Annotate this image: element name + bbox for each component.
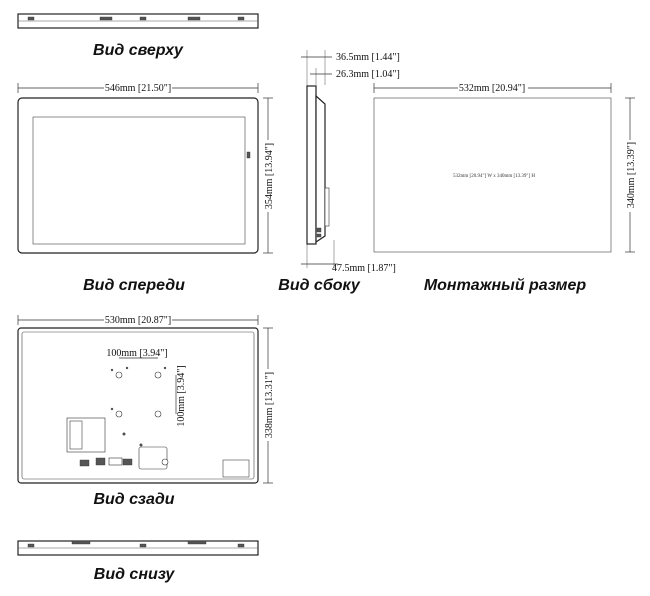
io-port-group <box>138 446 168 470</box>
back-panel-vent <box>69 420 83 450</box>
front-view-bezel <box>17 97 259 254</box>
caption-back-view: Вид сзади <box>93 491 174 508</box>
bottom-port <box>237 543 245 548</box>
bottom-foot <box>71 540 91 545</box>
vesa-hole <box>154 410 162 418</box>
screw-mark <box>110 407 114 411</box>
mount-height-label: 340mm [13.39"] <box>626 142 637 208</box>
caption-side-view: Вид сбоку <box>278 277 361 294</box>
vesa-hole <box>154 371 162 379</box>
caption-top-view: Вид сверху <box>93 42 184 59</box>
mount-cutout <box>373 97 612 253</box>
back-view: 530mm [20.87"] 100mm [3.94"] 100mm [3.94… <box>17 313 275 508</box>
back-view-inner-edge <box>21 331 255 480</box>
bottom-port <box>27 543 35 548</box>
screw-mark <box>163 366 167 370</box>
dim-label-bg <box>261 140 275 212</box>
side-port <box>316 227 322 233</box>
front-led <box>246 151 251 159</box>
top-view: Вид сверху <box>17 13 259 59</box>
screw-mark <box>139 443 143 447</box>
back-height-label: 338mm [13.31"] <box>264 372 275 438</box>
vesa-vertical-label: 100mm [3.94"] <box>176 365 187 426</box>
dim-label-bg <box>104 81 172 94</box>
screw-mark <box>125 366 129 370</box>
top-port <box>187 16 201 21</box>
io-port <box>95 457 106 466</box>
side-depth-base-label: 47.5mm [1.87"] <box>332 263 396 274</box>
vesa-hole <box>115 371 123 379</box>
front-height-label: 354mm [13.94"] <box>264 143 275 209</box>
bottom-port <box>139 543 147 548</box>
back-width-label: 530mm [20.87"] <box>105 315 171 326</box>
vesa-horizontal-label: 100mm [3.94"] <box>106 348 167 359</box>
top-port <box>27 16 35 21</box>
caption-bottom-view: Вид снизу <box>94 566 176 583</box>
mount-cutout-note: 532mm [20.94"] W x 340mm [13.39"] H <box>453 174 535 179</box>
caption-mounting-size: Монтажный размер <box>424 277 587 294</box>
side-view: 36.5mm [1.44"] 26.3mm [1.04"] 47.5mm [1.… <box>278 50 400 294</box>
side-depth-body-label: 26.3mm [1.04"] <box>336 69 400 80</box>
top-port <box>139 16 147 21</box>
back-label-plate <box>222 459 250 478</box>
dim-label-bg <box>623 140 637 212</box>
dc-jack <box>161 458 169 466</box>
top-port <box>237 16 245 21</box>
top-port <box>99 16 113 21</box>
dim-label-bg <box>261 369 275 441</box>
caption-front-view: Вид спереди <box>83 277 185 294</box>
dim-label-bg <box>104 313 172 326</box>
vesa-hole <box>115 410 123 418</box>
screw-mark <box>122 432 126 436</box>
side-view-bracket <box>324 187 330 227</box>
io-port-vga <box>108 457 123 466</box>
screw-mark <box>110 368 114 372</box>
front-width-label: 546mm [21.50"] <box>105 83 171 94</box>
io-port <box>79 459 90 467</box>
dim-label-bg <box>458 81 528 94</box>
front-view-screen <box>32 116 246 245</box>
side-depth-total-label: 36.5mm [1.44"] <box>336 52 400 63</box>
mount-width-label: 532mm [20.94"] <box>459 83 525 94</box>
bottom-foot <box>187 540 207 545</box>
side-view-panel <box>306 85 317 245</box>
mounting-view: 532mm [20.94"] 532mm [20.94"] W x 340mm … <box>373 81 637 294</box>
side-view-housing <box>315 94 326 244</box>
front-view: 546mm [21.50"] 354mm [13.94"] Вид сперед… <box>17 81 275 294</box>
bottom-view: Вид снизу <box>17 540 259 583</box>
side-port <box>316 233 322 238</box>
io-port <box>122 458 133 466</box>
back-panel-cover <box>66 417 106 453</box>
